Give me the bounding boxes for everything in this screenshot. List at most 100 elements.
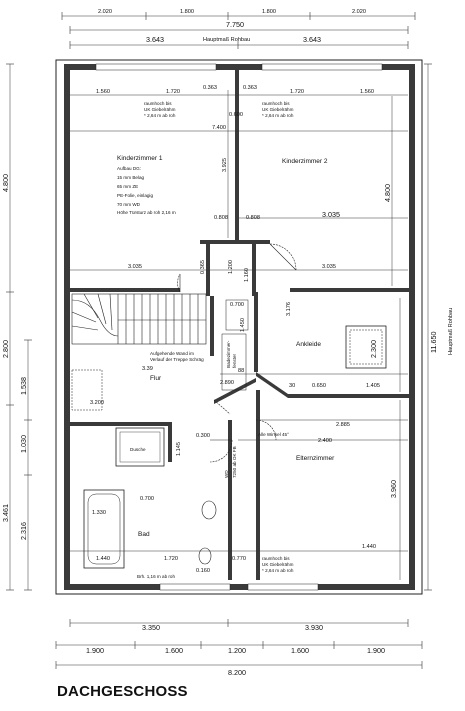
dim-3925: 3.925 (222, 158, 228, 172)
right-caption: Hauptmaß Rohbau (448, 308, 454, 355)
dim-3035-c: 3.035 (322, 264, 336, 270)
chimney-shaft (345, 325, 387, 369)
left-bad: 2.316 (19, 522, 28, 540)
dim-1560-left: 1.560 (96, 89, 110, 95)
dim-0770: 0.770 (232, 556, 246, 562)
dim-0363-right: 0.363 (243, 85, 257, 91)
raumhoch2-line3: * 2,64 m ab roh (262, 113, 294, 118)
dim-0808-a: 0.808 (214, 215, 228, 221)
kz1-note-6: Höhe Türsturz ab roh 2,16 m (117, 210, 176, 215)
dim-2885: 2.885 (336, 422, 350, 428)
bottom-dimension-chain: 3.350 3.930 1.900 1.600 1.200 1.600 1.90… (55, 619, 423, 677)
dim-3176: 3.176 (286, 302, 292, 316)
dim-1330: 1.330 (92, 510, 106, 516)
dim-1720-bottom: 1.720 (164, 556, 178, 562)
top-caption: Hauptmaß Rohbau (203, 37, 250, 43)
bottom-seg-5: 1.900 (367, 646, 385, 655)
dim-1145: 1.145 (176, 442, 182, 456)
raumhoch1-line1: raumhoch bis (144, 101, 172, 106)
room-ankleide: Ankleide (296, 341, 321, 348)
top-dimension-chain: 2.020 1.800 1.800 2.020 7.750 3.643 Haup… (61, 9, 416, 49)
dim-7400: 7.400 (212, 125, 226, 131)
dim-4800-right: 4.800 (383, 184, 392, 202)
dim-3035-b: 3.035 (128, 264, 142, 270)
kz1-note-4: PE-Folie, einlagig (117, 193, 153, 198)
bottom-half-left: 3.350 (142, 623, 160, 632)
dim-2300: 2.300 (369, 340, 378, 358)
room-bad: Bad (138, 531, 150, 538)
left-kz1: 4.800 (1, 174, 10, 192)
treppe-note-2: Verlauf der Treppe Schräg (150, 357, 204, 362)
top-seg-1: 2.020 (98, 9, 112, 15)
dim-2400: 2.400 (318, 438, 332, 444)
bottom-seg-1: 1.900 (86, 646, 104, 655)
right-total: 11.650 (429, 332, 438, 353)
top-total: 7.750 (226, 20, 244, 29)
room-elternzimmer: Elternzimmer (296, 455, 335, 462)
raumhoch2-line1: raumhoch bis (262, 101, 290, 106)
badfenster-note-1: Badezimmer- (226, 340, 231, 368)
exterior-walls (55, 59, 423, 595)
kz1-note-3: 65 mm ZE (117, 184, 138, 189)
dim-1720-left: 1.720 (166, 89, 180, 95)
dim-1560-right: 1.560 (360, 89, 374, 95)
bottom-half-right: 3.930 (305, 623, 323, 632)
alle-winkel-note: Alle Winkel 45° (258, 432, 289, 437)
dim-0363-left: 0.363 (203, 85, 217, 91)
dim-3200: 3.200 (90, 400, 104, 406)
bottom-seg-3: 1.200 (228, 646, 246, 655)
interior-dim-lines (70, 90, 408, 580)
dim-1450: 1.450 (240, 318, 246, 332)
dim-339: 3.39 (142, 366, 153, 372)
treppe-note-1: Aufgehende Wand im (150, 351, 194, 356)
dim-0700-b: 0.700 (140, 496, 154, 502)
badfenster-note-2: fenster (232, 353, 237, 368)
kz1-note-2: 15 mm Belag (117, 175, 145, 180)
dim-88: 88 (238, 368, 244, 374)
toilet (198, 547, 212, 565)
left-upper: 2.800 (1, 340, 10, 358)
room-labels: Kinderzimmer 1 Aufbau DG: 15 mm Belag 65… (117, 155, 335, 538)
left-bottom-total: 3.461 (1, 504, 10, 522)
dim-0808-b: 0.808 (246, 215, 260, 221)
bathtub (83, 489, 125, 569)
dim-0600: 0.600 (229, 112, 243, 118)
raumhoch3-line3: * 2,64 m ab roh (262, 568, 294, 573)
dim-1160: 1.160 (244, 268, 250, 282)
room-flur: Flur (150, 375, 162, 382)
raumhoch3-line2: UK Giebelrähm (262, 562, 294, 567)
top-half-right: 3.643 (303, 35, 321, 44)
bottom-seg-2: 1.600 (165, 646, 183, 655)
fixtures (71, 299, 387, 569)
interior-walls (70, 70, 409, 580)
door-swings (177, 243, 297, 463)
top-half-left: 3.643 (146, 35, 164, 44)
plan-title: DACHGESCHOSS (57, 683, 188, 700)
bottom-seg-4: 1.600 (291, 646, 309, 655)
wd-note-2: 7250 ab OK FB (232, 446, 237, 478)
right-dimension: 11.650 Hauptmaß Rohbau (424, 63, 454, 591)
room-kinderzimmer1: Kinderzimmer 1 (117, 155, 163, 162)
dim-0365: 0.365 (200, 260, 206, 274)
raumhoch1-line2: UK Giebelrähm (144, 107, 176, 112)
dim-0700-a: 0.700 (230, 302, 244, 308)
top-seg-4: 2.020 (352, 9, 366, 15)
dim-0300: 0.300 (196, 433, 210, 439)
left-dimensions: 4.800 2.800 1.538 1.030 3.461 2.316 (1, 63, 32, 591)
kz1-note-1: Aufbau DG: (117, 166, 141, 171)
room-kinderzimmer2: Kinderzimmer 2 (282, 158, 328, 165)
raumhoch2-line2: UK Giebelrähm (262, 107, 294, 112)
dim-3960: 3.960 (389, 480, 398, 498)
dim-0650: 0.650 (312, 383, 326, 389)
dim-1200-a: 1.200 (228, 260, 234, 274)
top-seg-3: 1.800 (262, 9, 276, 15)
raumhoch1-line3: * 2,64 m ab roh (144, 113, 176, 118)
dim-2890: 2.890 (220, 380, 234, 386)
interior-dim-values: 1.560 1.720 0.363 0.363 1.720 1.560 0.60… (90, 85, 398, 574)
staircase (71, 293, 207, 345)
dim-1405: 1.405 (366, 383, 380, 389)
dim-1440-left: 1.440 (96, 556, 110, 562)
dim-0160: 0.160 (196, 568, 210, 574)
washbasin (201, 500, 217, 520)
